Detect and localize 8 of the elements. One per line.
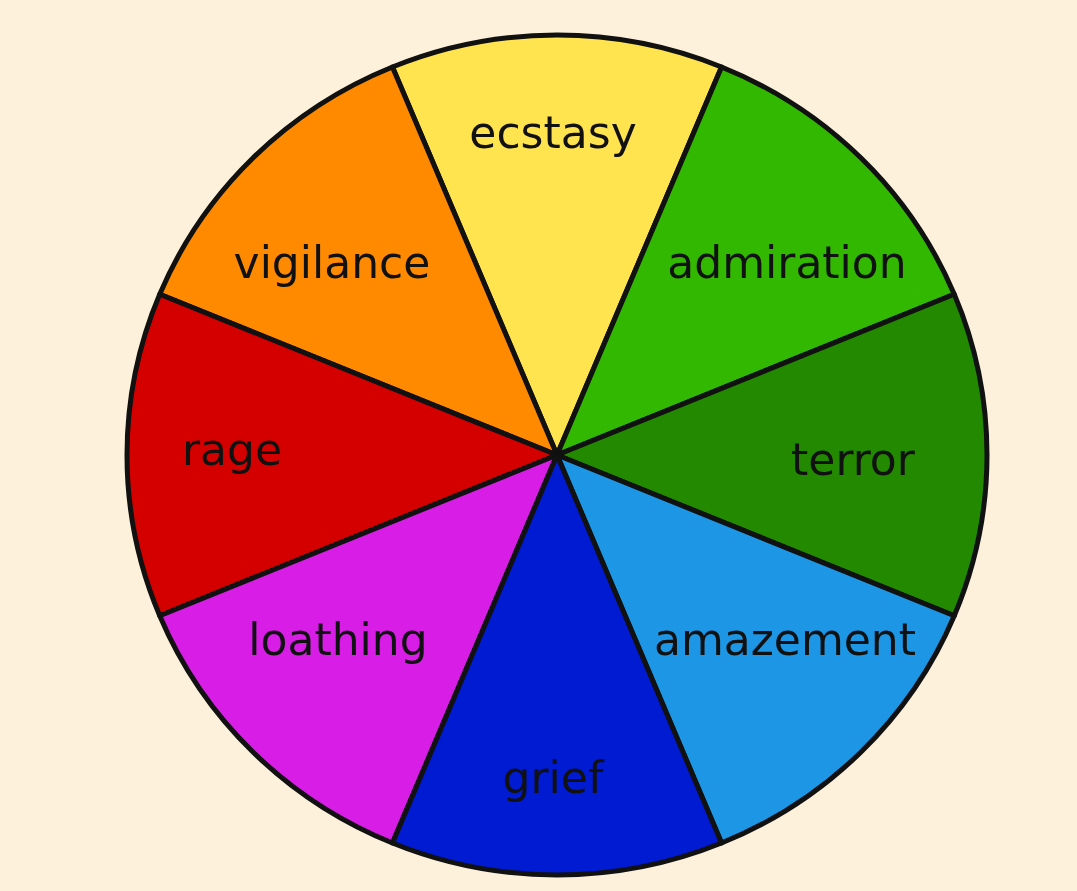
wedge-label: terror: [791, 434, 915, 485]
wedge-label: amazement: [654, 614, 916, 665]
wedge-label: vigilance: [233, 237, 431, 288]
wedge-label: loathing: [248, 614, 428, 665]
wedge-label: rage: [181, 424, 283, 475]
wedge-label: grief: [502, 752, 604, 803]
wedge-label: admiration: [667, 237, 907, 288]
wedge-label: ecstasy: [469, 107, 637, 158]
